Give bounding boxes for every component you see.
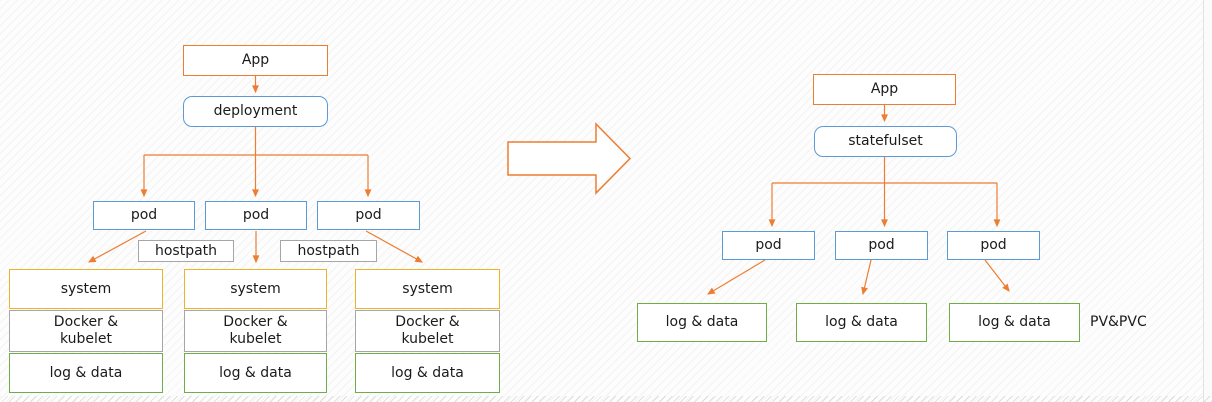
node-docker-kubelet-2: Docker & kubelet [184, 310, 327, 352]
canvas-right-edge [1203, 0, 1212, 402]
node-pod-right-2: pod [835, 231, 928, 260]
node-log-data-left-3-label: log & data [391, 364, 464, 381]
pv-pvc-label: PV&PVC [1090, 314, 1147, 330]
node-pod-right-3-label: pod [980, 237, 1007, 254]
node-log-data-right-3: log & data [949, 303, 1080, 342]
node-log-data-right-2-label: log & data [825, 314, 898, 331]
node-hostpath-1-label: hostpath [154, 242, 218, 259]
node-statefulset-label: statefulset [848, 133, 923, 150]
node-docker-kubelet-3-label: Docker & kubelet [395, 314, 460, 347]
node-pod-right-1: pod [722, 231, 815, 260]
node-system-2: system [184, 269, 327, 309]
node-hostpath-2: hostpath [280, 240, 377, 262]
node-pod-left-3: pod [317, 201, 420, 230]
node-system-2-label: system [230, 280, 281, 297]
node-docker-kubelet-3: Docker & kubelet [355, 310, 500, 352]
node-statefulset: statefulset [814, 126, 957, 157]
node-app-left: App [183, 45, 328, 76]
node-log-data-left-3: log & data [355, 353, 500, 393]
node-pod-left-1: pod [93, 201, 195, 230]
node-pod-left-2: pod [205, 201, 307, 230]
node-pod-right-1-label: pod [755, 237, 782, 254]
node-log-data-left-2: log & data [184, 353, 327, 393]
node-deployment: deployment [183, 96, 328, 127]
node-pod-right-3: pod [947, 231, 1040, 260]
edge-podr2-vol2 [861, 259, 872, 296]
node-pod-left-3-label: pod [355, 207, 382, 224]
edge-statefulset-branch [772, 157, 997, 184]
node-log-data-right-2: log & data [796, 303, 927, 342]
node-pod-right-2-label: pod [868, 237, 895, 254]
node-pod-left-1-label: pod [130, 207, 158, 224]
edge-podr3-vol3 [984, 259, 1010, 292]
node-log-data-left-2-label: log & data [219, 364, 292, 381]
node-app-right: App [813, 74, 956, 105]
edge-pod1-system1 [87, 230, 147, 263]
node-docker-kubelet-1-label: Docker & kubelet [53, 314, 119, 347]
node-log-data-left-1-label: log & data [49, 364, 123, 381]
node-system-1: system [9, 269, 163, 309]
node-log-data-left-1: log & data [9, 353, 163, 393]
node-docker-kubelet-1: Docker & kubelet [9, 310, 163, 352]
node-app-left-label: App [241, 52, 270, 69]
node-log-data-right-1: log & data [637, 303, 767, 342]
node-system-3: system [355, 269, 500, 309]
node-system-3-label: system [402, 280, 453, 297]
node-hostpath-1: hostpath [138, 240, 234, 262]
node-docker-kubelet-2-label: Docker & kubelet [223, 314, 288, 347]
node-pod-left-2-label: pod [242, 207, 270, 224]
node-log-data-right-3-label: log & data [978, 314, 1051, 331]
node-log-data-right-1-label: log & data [665, 314, 739, 331]
node-app-right-label: App [870, 81, 899, 98]
canvas-bottom-edge [0, 396, 1212, 402]
node-hostpath-2-label: hostpath [297, 242, 360, 259]
edge-podr1-vol1 [706, 259, 766, 295]
edge-pod3-system3 [365, 230, 424, 263]
transform-arrow [507, 122, 632, 195]
edge-deployment-branch [144, 127, 368, 156]
node-deployment-label: deployment [213, 103, 298, 120]
node-system-1-label: system [60, 280, 112, 297]
